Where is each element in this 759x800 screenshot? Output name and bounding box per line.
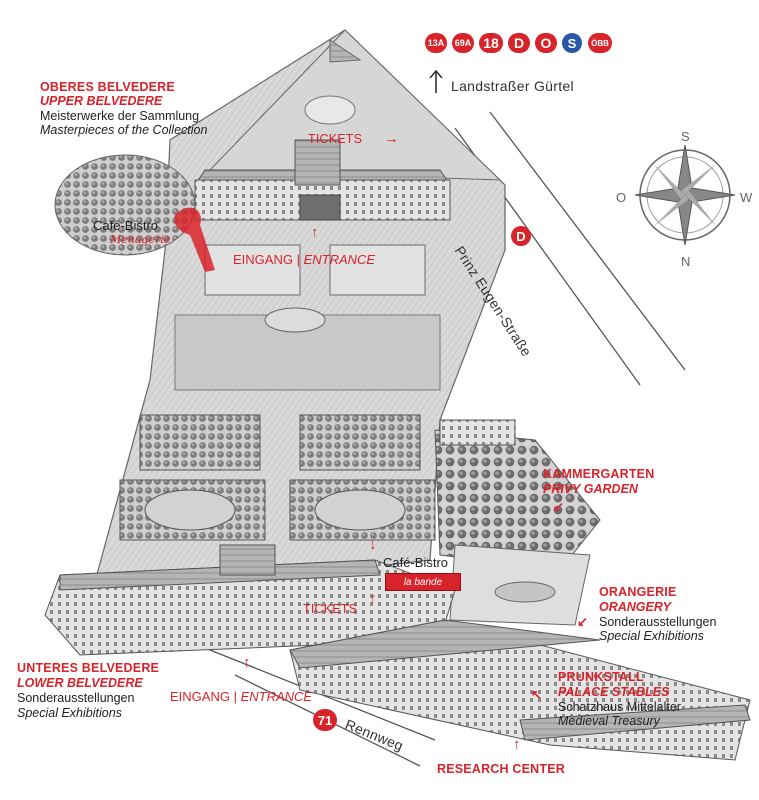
compass-rose-drawing xyxy=(634,144,736,246)
privy-garden-arrow-icon: ↙ xyxy=(553,499,564,514)
research-center-label: RESEARCH CENTER xyxy=(437,762,566,776)
tram-d-badge: D xyxy=(508,33,530,53)
entrance-lower-label: EINGANG | ENTRANCE xyxy=(170,690,312,704)
palace-stables-title-de: PRUNKSTALL xyxy=(558,670,644,684)
menagerie-logo: Menagerie xyxy=(110,233,171,246)
upper-belvedere-sub-de: Meisterwerke der Sammlung xyxy=(40,109,200,123)
orangery-arrow-icon: ↙ xyxy=(577,614,588,629)
oebb-badge: ÖBB xyxy=(588,33,612,53)
cafe-lower-arrow-icon: ↓ xyxy=(369,536,377,553)
entrance-lower-de: EINGANG xyxy=(170,689,230,704)
lower-belvedere-title-en: LOWER BELVEDERE xyxy=(17,676,143,690)
palace-stables-sub-de: Schatzhaus Mittelalter xyxy=(558,700,681,714)
bus-69a-badge: 69A xyxy=(452,33,474,53)
privy-garden xyxy=(434,429,601,571)
s-bahn-badge: S xyxy=(562,33,582,53)
lower-bosquets xyxy=(119,414,436,541)
entrance-upper-en: ENTRANCE xyxy=(303,252,376,267)
upper-belvedere-sub-en: Masterpieces of the Collection xyxy=(40,123,208,137)
tram-d-stop-badge: D xyxy=(511,226,531,246)
lower-belvedere-sub-de: Sonderausstellungen xyxy=(17,691,135,705)
upper-belvedere-title-en: UPPER BELVEDERE xyxy=(40,94,163,108)
palace-stables-title-en: PALACE STABLES xyxy=(558,685,670,699)
compass-n: N xyxy=(681,254,691,269)
entrance-upper-label: EINGANG | ENTRANCE xyxy=(233,253,375,267)
cafe-bistro-lower-label: Café-Bistro xyxy=(383,555,449,570)
upper-pond xyxy=(304,95,356,125)
tickets-lower-label: TICKETS xyxy=(303,602,358,616)
north-arrow xyxy=(429,69,443,93)
orangery-sub-en: Special Exhibitions xyxy=(599,629,704,643)
parrot-logo xyxy=(174,207,215,272)
orangery-title-en: ORANGERY xyxy=(599,600,672,614)
lower-belvedere-title-de: UNTERES BELVEDERE xyxy=(17,661,160,675)
privy-garden-title-en: PRIVY GARDEN xyxy=(543,482,638,496)
tickets-upper-label: TICKETS xyxy=(308,132,363,146)
tram-71-badge: 71 xyxy=(313,709,337,731)
lower-belvedere-sub-en: Special Exhibitions xyxy=(17,706,122,720)
research-center-arrow-icon: ↑ xyxy=(513,736,521,753)
compass-s: S xyxy=(681,129,690,144)
palace-stables-arrow-icon: ↖ xyxy=(531,687,542,702)
la-bande-logo: la bande xyxy=(385,573,461,591)
entrance-lower-sep: | xyxy=(229,689,241,704)
orangery-sub-de: Sonderausstellungen xyxy=(599,615,717,629)
tickets-lower-arrow-icon: ↑ xyxy=(369,590,377,607)
orangery-title-de: ORANGERIE xyxy=(599,585,677,599)
upper-belvedere-title-de: OBERES BELVEDERE xyxy=(40,80,175,94)
entrance-lower-en: ENTRANCE xyxy=(240,689,313,704)
tickets-upper-arrow-icon: → xyxy=(384,130,399,147)
palace-stables-sub-en: Medieval Treasury xyxy=(558,714,660,728)
entrance-lower-arrow-icon: ↑ xyxy=(243,654,251,671)
entrance-upper-arrow-icon: ↑ xyxy=(311,224,319,241)
compass-o: O xyxy=(616,190,627,205)
tram-o-badge: O xyxy=(535,33,557,53)
street-landstrasser-guertel: Landstraßer Gürtel xyxy=(451,78,574,94)
entrance-upper-sep: | xyxy=(292,252,304,267)
cafe-bistro-upper-label: Café-Bistro xyxy=(93,218,159,233)
entrance-upper-de: EINGANG xyxy=(233,252,293,267)
compass-w: W xyxy=(740,190,753,205)
privy-garden-title-de: KAMMERGARTEN xyxy=(543,467,655,481)
tram-18-badge: 18 xyxy=(479,33,503,53)
bus-13a-badge: 13A xyxy=(425,33,447,53)
